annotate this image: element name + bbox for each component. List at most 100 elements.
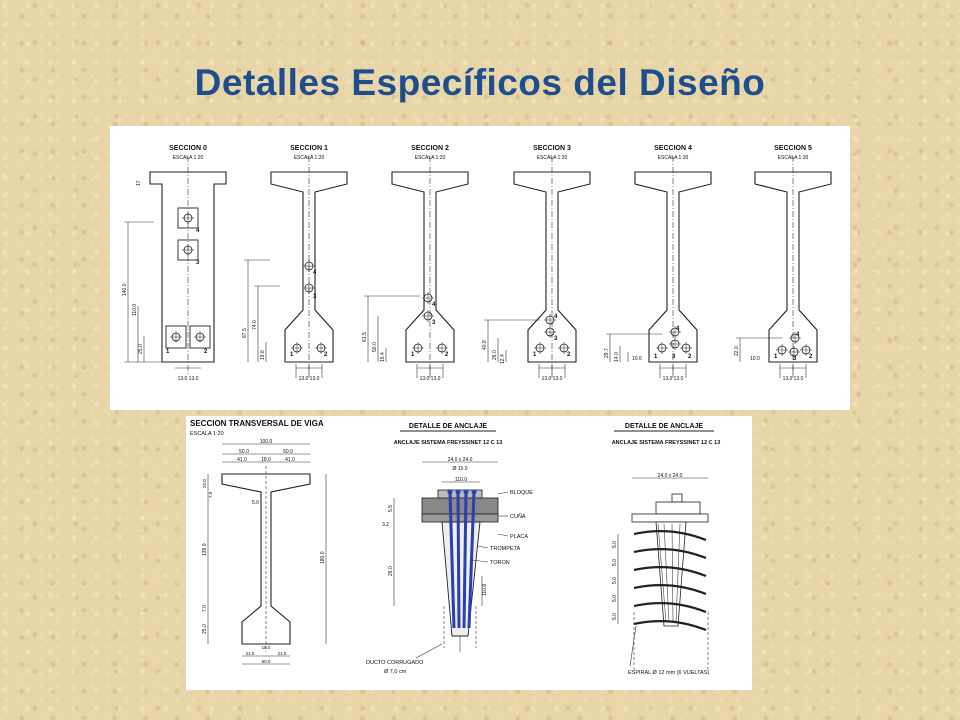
anc1-ldim-2: 3.2: [382, 522, 389, 528]
s0-tendon-1: 1: [166, 349, 170, 355]
anc1-dim-inner: 110.0: [455, 477, 467, 483]
tv-w-total: 100.0: [260, 439, 273, 445]
s3-tendon-1: 1: [533, 352, 537, 358]
section-5-title: SECCION 5: [774, 145, 812, 152]
tv-w-half-l: 50.0: [239, 449, 249, 455]
s2-tendon-4: 4: [432, 302, 436, 308]
s0-h2: 110.0: [132, 304, 138, 316]
spiral-coil: [633, 530, 707, 632]
tv-w-web: 18.0: [261, 457, 271, 463]
s5-tendon-3: 3: [793, 356, 797, 362]
tv-b2: 18.0: [262, 645, 271, 650]
s0-h4: 17: [136, 180, 142, 186]
s5-base: 13.0 13.0: [783, 376, 804, 382]
s4-h3: 10.6: [632, 356, 642, 362]
s4-h2: 14.0: [614, 352, 620, 362]
anc1-label-toron: TORON: [490, 560, 510, 566]
s0-h1: 140.0: [122, 283, 128, 296]
transversal-section: SECCION TRANSVERSAL DE VIGA ESCALA 1:20 …: [190, 419, 327, 665]
s3-tendon-3: 3: [554, 336, 558, 342]
anc2-dim-top: 24.0 x 24.0: [658, 473, 683, 479]
tv-h5: 25.0: [202, 624, 208, 634]
anc2-sp-1: 5.0: [612, 541, 618, 548]
tv-h1: 25.0: [202, 479, 207, 488]
anc1-ldim-1: 5.5: [388, 505, 394, 512]
anclaje-detail-1: DETALLE DE ANCLAJE ANCLAJE SISTEMA FREYS…: [366, 423, 533, 675]
tv-h-total: 180.0: [320, 551, 326, 564]
anc1-diameter: Ø 15.0: [452, 466, 467, 472]
anc2-spiral-label: ESPIRAL Ø 12 mm (6 VUELTAS): [628, 670, 709, 676]
s5-h1: 22.0: [734, 346, 740, 356]
tv-b3: 21.0: [278, 651, 287, 656]
tv-w-fl-r: 41.0: [285, 457, 295, 463]
s3-h1: 40.8: [482, 340, 488, 350]
s5-tendon-2: 2: [809, 354, 813, 360]
s1-tendon-1: 1: [290, 352, 294, 358]
anc2-sp-5: 5.0: [612, 613, 618, 620]
beam-sections-drawing: SECCION 0 ESCALA 1:20 4 3 1 2 140.0 110.…: [110, 126, 850, 410]
s1-tendon-4: 4: [313, 270, 317, 276]
section-0: SECCION 0 ESCALA 1:20 4 3 1 2 140.0 110.…: [122, 145, 227, 382]
s2-h1: 61.5: [362, 332, 368, 342]
s1-h1: 87.5: [242, 328, 248, 338]
transversal-title: SECCION TRANSVERSAL DE VIGA: [190, 419, 324, 428]
section-3-title: SECCION 3: [533, 145, 571, 152]
s5-tendon-4: 4: [796, 332, 800, 338]
section-3: SECCION 3 ESCALA 1:20 4 3 1 2 40.8 26.0 …: [482, 145, 591, 382]
s4-base: 13.0 13.0: [663, 376, 684, 382]
tv-b1: 21.0: [246, 651, 255, 656]
tv-w-fl-l: 41.0: [237, 457, 247, 463]
anc1-dim-top: 24.0 x 24.0: [448, 457, 473, 463]
s5-h2: 10.0: [750, 356, 760, 362]
s1-h3: 19.8: [260, 350, 266, 360]
s2-h2: 50.0: [372, 342, 378, 352]
tv-h4: 7.0: [202, 605, 208, 612]
s0-tendon-3: 3: [196, 260, 200, 266]
tv-web-label: 5.0: [252, 500, 259, 506]
anc1-label-cuna: CUÑA: [510, 513, 526, 520]
section-5: SECCION 5 ESCALA 1:20 4 1 3 2 22.0 10.0 …: [734, 145, 832, 382]
anchorage-details-svg: SECCION TRANSVERSAL DE VIGA ESCALA 1:20 …: [190, 419, 721, 676]
anc1-label-trompeta: TROMPETA: [490, 546, 520, 552]
anc2-sp-2: 5.0: [612, 559, 618, 566]
anc1-label-bloque: BLOQUE: [510, 490, 533, 496]
section-4: SECCION 4 ESCALA 1:20 4 3 1 2 29.7 14.0 …: [604, 145, 712, 382]
s2-h3: 15.4: [380, 352, 386, 362]
s4-tendon-2: 2: [688, 354, 692, 360]
s0-base: 13.0 13.0: [178, 376, 199, 382]
anc1-ldim-3: 26.0: [388, 566, 394, 576]
transversal-scale: ESCALA 1:20: [190, 431, 224, 437]
s1-tendon-2: 2: [324, 352, 328, 358]
anclaje2-subtitle: ANCLAJE SISTEMA FREYSSINET 12 C 13: [612, 440, 721, 446]
anc1-rdim: 110.8: [482, 584, 488, 596]
s4-tendon-3: 3: [672, 354, 676, 360]
s5-tendon-1: 1: [774, 354, 778, 360]
anclaje-detail-2: DETALLE DE ANCLAJE ANCLAJE SISTEMA FREYS…: [612, 423, 721, 676]
s1-tendon-3: 3: [313, 294, 317, 300]
beam-sections-svg: SECCION 0 ESCALA 1:20 4 3 1 2 140.0 110.…: [122, 145, 832, 382]
tv-b4: 60.0: [262, 659, 271, 664]
s3-tendon-2: 2: [567, 352, 571, 358]
s1-h2: 74.0: [252, 320, 258, 330]
s3-tendon-4: 4: [554, 314, 558, 320]
s2-tendon-1: 1: [411, 352, 415, 358]
tv-h2: 7.0: [208, 491, 213, 498]
tv-w-half-r: 50.0: [283, 449, 293, 455]
anclaje2-title: DETALLE DE ANCLAJE: [625, 423, 704, 430]
section-1: SECCION 1 ESCALA 1:20 4 3 1 2 87.5 74.0 …: [242, 145, 348, 382]
slide-title: Detalles Específicos del Diseño: [194, 62, 766, 103]
s1-base: 13.0 13.0: [299, 376, 320, 382]
anclaje1-subtitle: ANCLAJE SISTEMA FREYSSINET 12 C 13: [394, 440, 503, 446]
section-1-title: SECCION 1: [290, 145, 328, 152]
s0-tendon-2: 2: [204, 349, 208, 355]
s4-tendon-1: 1: [654, 354, 658, 360]
s2-base: 13.0 13.0: [420, 376, 441, 382]
anc2-sp-3: 5.0: [612, 577, 618, 584]
s4-h1: 29.7: [604, 348, 610, 358]
anc1-label-placa: PLACA: [510, 534, 528, 540]
anchorage-details-drawing: SECCION TRANSVERSAL DE VIGA ESCALA 1:20 …: [186, 416, 752, 690]
anclaje1-title: DETALLE DE ANCLAJE: [409, 423, 488, 430]
s4-tendon-4: 4: [676, 326, 680, 332]
anc1-duct-label: DUCTO CORRUGADO: [366, 660, 424, 666]
s0-tendon-4: 4: [196, 228, 200, 234]
